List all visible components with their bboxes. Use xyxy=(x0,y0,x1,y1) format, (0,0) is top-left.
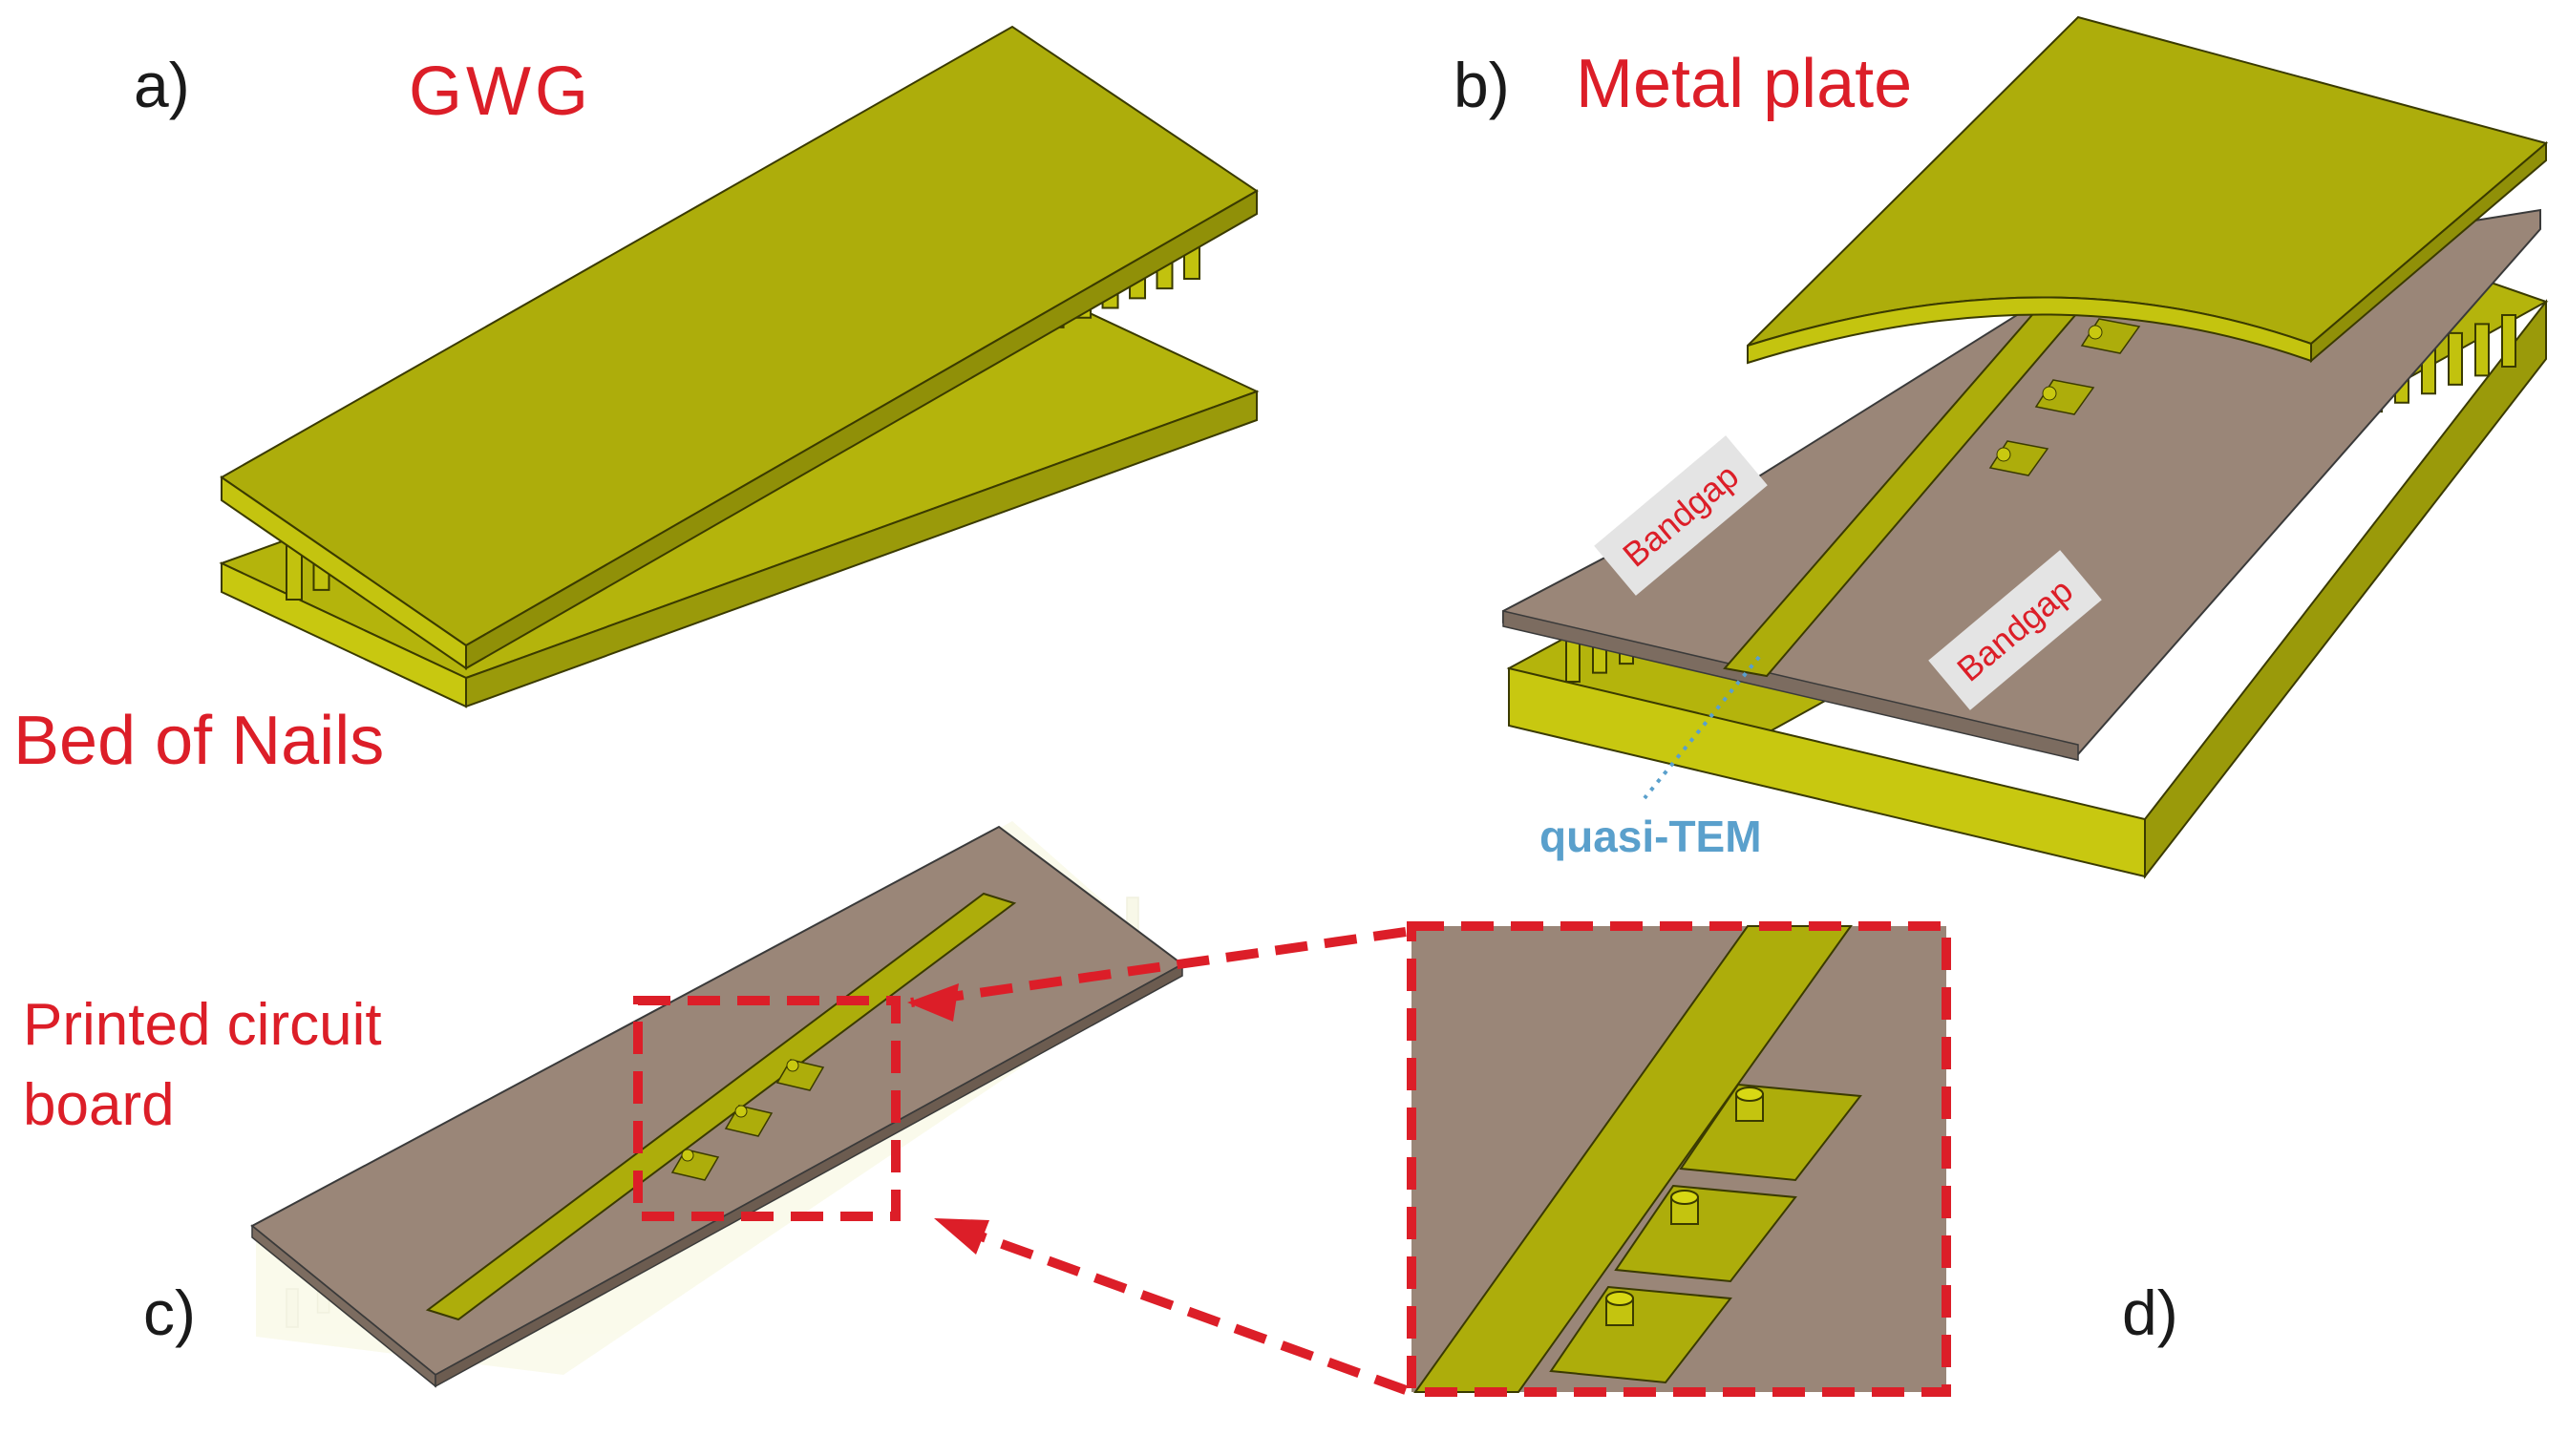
patch-array-b xyxy=(1988,318,2141,476)
panel-c: Printed circuit board c) xyxy=(23,821,1184,1388)
panel-b-title: Metal plate xyxy=(1576,46,1912,122)
panel-b-letter: b) xyxy=(1454,50,1510,120)
panel-d-letter: d) xyxy=(2122,1277,2178,1348)
panel-b: Bandgap Bandgap quasi-TEM b) Metal plate xyxy=(1454,15,2549,879)
zoom-box-c xyxy=(633,996,901,1221)
top-metal-plate xyxy=(220,25,1259,670)
panel-a: a) GWG Bed of Nails xyxy=(13,25,1260,779)
panel-a-letter: a) xyxy=(134,50,190,120)
patch-array-c xyxy=(670,1059,825,1181)
panel-c-letter: c) xyxy=(143,1277,196,1348)
via-pins-d xyxy=(1605,1087,1764,1326)
bed-of-nails-label: Bed of Nails xyxy=(13,703,384,779)
bandgap-label-right: Bandgap xyxy=(1928,550,2102,710)
zoom-arrows xyxy=(907,927,1408,1395)
lifted-metal-plate xyxy=(1747,15,2549,365)
pcb-label-line2: board xyxy=(23,1072,175,1138)
quasi-tem-label: quasi-TEM xyxy=(1539,812,1762,861)
zoom-box-d xyxy=(1407,921,1951,1397)
patch-array-d xyxy=(1549,1083,1862,1384)
pcb-label-line1: Printed circuit xyxy=(23,992,382,1058)
panel-d: d) xyxy=(1407,921,2178,1397)
panel-a-title: GWG xyxy=(409,53,592,130)
